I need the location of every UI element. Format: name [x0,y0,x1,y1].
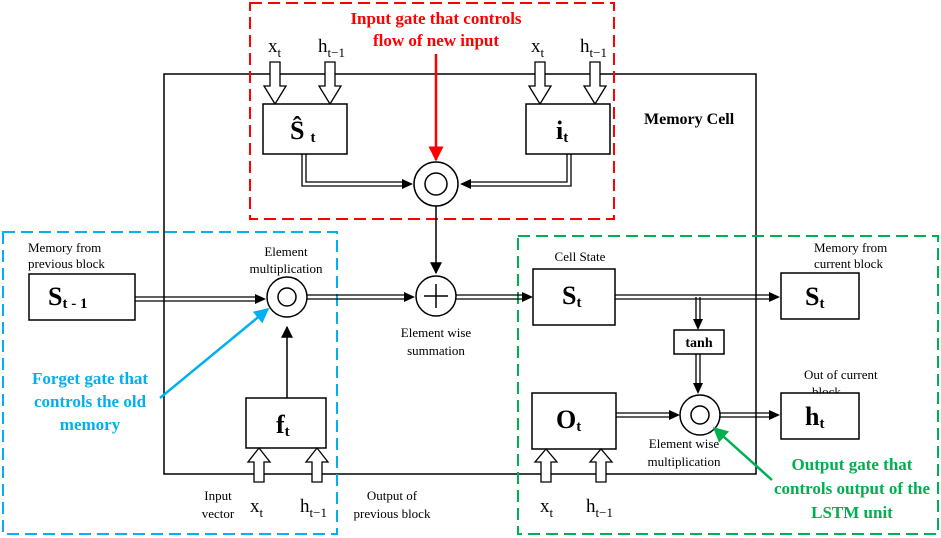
memory-cell-frame [163,73,757,475]
elem-wise-mult-label-2: multiplication [648,454,721,469]
input-vector-label-1: Input [204,488,232,503]
cell-state-label: Cell State [555,249,606,264]
hollow-arrow-x-o [533,447,559,483]
forget-gate-label-3: memory [60,415,121,434]
s-hat-box [262,103,348,155]
s-out-label: St [805,282,824,312]
element-mult-label-2: multiplication [250,261,323,276]
memory-prev-label-1: Memory from [28,240,101,255]
output-prev-label-2: previous block [354,506,431,521]
h-out-box [780,392,860,440]
input-gate-region [249,2,615,220]
hollow-arrow-h-i [582,61,608,106]
s-prev-box [28,273,136,321]
hollow-arrow-x-f [246,446,272,483]
output-gate-label-1: Output gate that [792,455,913,474]
o-label: Ot [556,405,581,435]
i-box [525,103,611,155]
h-out-label: ht [805,402,824,432]
forget-mult-node [266,276,308,318]
tanh-box [673,329,725,355]
output-gate-region [517,235,939,535]
input-gate-mult-node [413,161,459,207]
o-box [531,392,617,450]
memory-curr-label-2: current block [814,256,883,271]
forget-gate-pointer [159,308,270,399]
input-x-i: xt [531,36,545,60]
hollow-arrow-x-shat [262,61,288,106]
input-x-shat: xt [268,36,282,60]
line-i-to-mult [468,154,572,187]
output-gate-label-3: LSTM unit [811,503,893,522]
input-x-o: xt [540,496,554,520]
hollow-arrow-x-i [527,61,553,106]
input-h-shat: ht−1 [318,36,345,60]
input-h-o: ht−1 [586,496,613,520]
input-x-f: xt [250,496,264,520]
memory-curr-label-1: Memory from [814,240,887,255]
hollow-arrow-h-f [304,446,330,483]
input-gate-label-2: flow of new input [373,31,499,50]
s-cell-box [532,268,616,326]
input-vector-label-2: vector [202,506,235,521]
f-box [245,397,327,449]
hollow-arrow-h-shat [317,61,343,106]
tanh-label: tanh [685,336,712,351]
elem-wise-mult-label-1: Element wise [649,436,720,451]
out-curr-label-1: Out of current [804,367,878,382]
line-shat-to-mult [301,154,405,187]
f-label: ft [276,410,290,440]
s-cell-label: St [562,281,581,311]
input-h-i: ht−1 [580,36,607,60]
s-prev-label: St - 1 [48,282,87,312]
s-out-box [780,272,860,320]
memory-prev-label-2: previous block [28,256,105,271]
output-gate-label-2: controls output of the [774,479,930,498]
output-gate-pointer [712,426,773,481]
element-sum-label-1: Element wise [401,325,472,340]
element-sum-label-2: summation [407,343,465,358]
input-h-f: ht−1 [300,496,327,520]
forget-gate-label-2: controls the old [34,392,147,411]
i-label: it [556,116,568,146]
hollow-arrow-h-o [588,447,614,483]
memory-cell-title: Memory Cell [644,111,735,128]
output-prev-label-1: Output of [367,488,418,503]
forget-gate-region [2,231,338,535]
element-mult-label-1: Element [264,244,308,259]
input-gate-label-1: Input gate that controls [350,9,521,28]
forget-gate-label-1: Forget gate that [32,369,148,388]
